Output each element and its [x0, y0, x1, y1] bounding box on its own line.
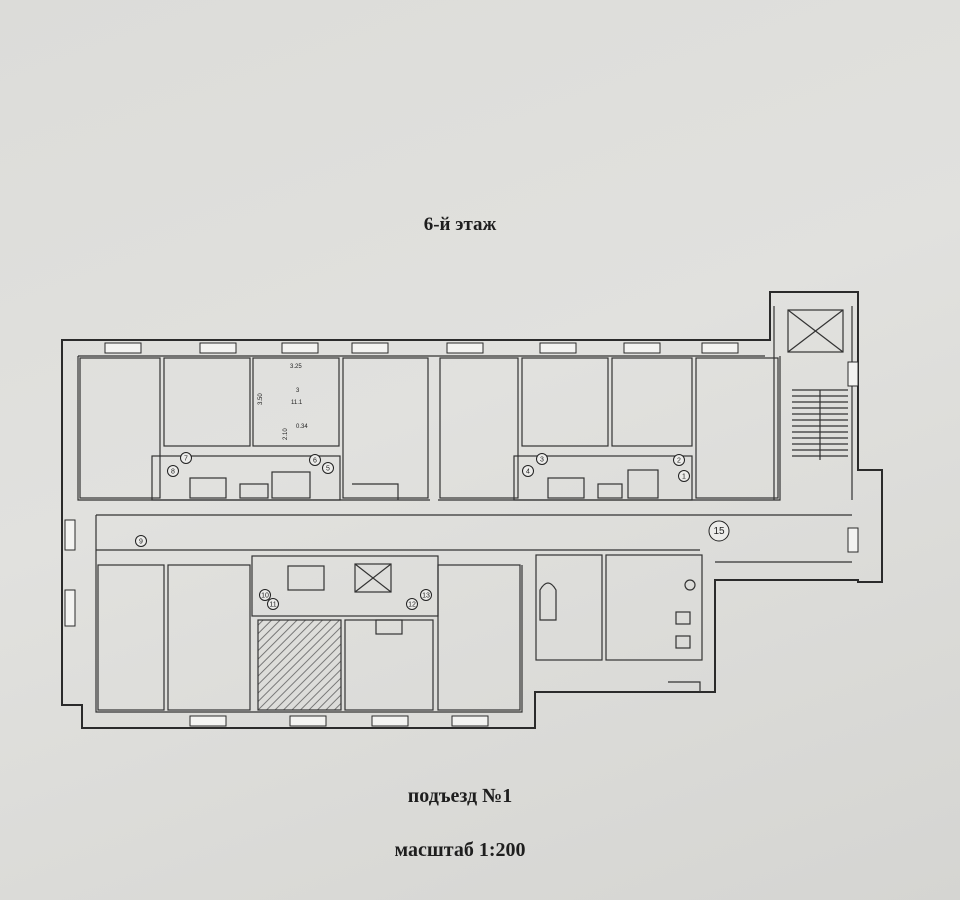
markers: 7 8 6 5 3 4 2 1 9 10 11 12 13 15: [135, 452, 730, 610]
room-width-label: 3.25: [290, 364, 302, 370]
marker: 5: [322, 462, 334, 474]
svg-text:7: 7: [184, 456, 188, 463]
marker: 11: [267, 598, 279, 610]
upper-right-rooms: [439, 357, 779, 501]
marker: 7: [180, 452, 192, 464]
room-area-label: 11.1: [291, 400, 303, 406]
svg-text:15: 15: [713, 526, 725, 537]
svg-text:8: 8: [171, 469, 175, 476]
marker: 2: [673, 454, 685, 466]
svg-text:5: 5: [326, 466, 330, 473]
svg-text:1: 1: [682, 474, 686, 481]
svg-text:11: 11: [269, 602, 276, 609]
marker: 4: [522, 465, 534, 477]
svg-text:13: 13: [422, 593, 430, 600]
marker: 10: [259, 589, 271, 601]
svg-text:10: 10: [261, 593, 269, 600]
room-height-label: 3.50: [258, 393, 264, 405]
windows: [64, 342, 859, 727]
dimension-labels: 3.25 3.50 3 11.1 2.10 0.34: [258, 364, 308, 440]
marker: 3: [536, 453, 548, 465]
marker: 1: [678, 470, 690, 482]
marker: 6: [309, 454, 321, 466]
svg-text:12: 12: [408, 602, 416, 609]
scale-caption: масштаб 1:200: [394, 839, 526, 861]
stairwell: [787, 309, 848, 460]
small-dim-a: 2.10: [283, 428, 289, 440]
entrance-caption: подъезд №1: [407, 785, 513, 807]
marker: 13: [420, 589, 432, 601]
svg-text:3: 3: [540, 457, 544, 464]
lower-rooms: [97, 554, 703, 711]
floor-title: 6-й этаж: [423, 214, 497, 235]
marker: 12: [406, 598, 418, 610]
small-dim-b: 0.34: [296, 424, 308, 430]
marker: 9: [135, 535, 147, 547]
room-number-label: 3: [296, 388, 300, 394]
svg-text:6: 6: [313, 458, 317, 465]
marker: 8: [167, 465, 179, 477]
svg-text:9: 9: [139, 539, 143, 546]
svg-text:4: 4: [526, 469, 530, 476]
marker-large: 15: [708, 520, 730, 542]
upper-left-rooms: [79, 357, 429, 501]
svg-text:2: 2: [677, 458, 681, 465]
outer-walls: [61, 291, 883, 729]
hatched-room: [257, 619, 342, 711]
